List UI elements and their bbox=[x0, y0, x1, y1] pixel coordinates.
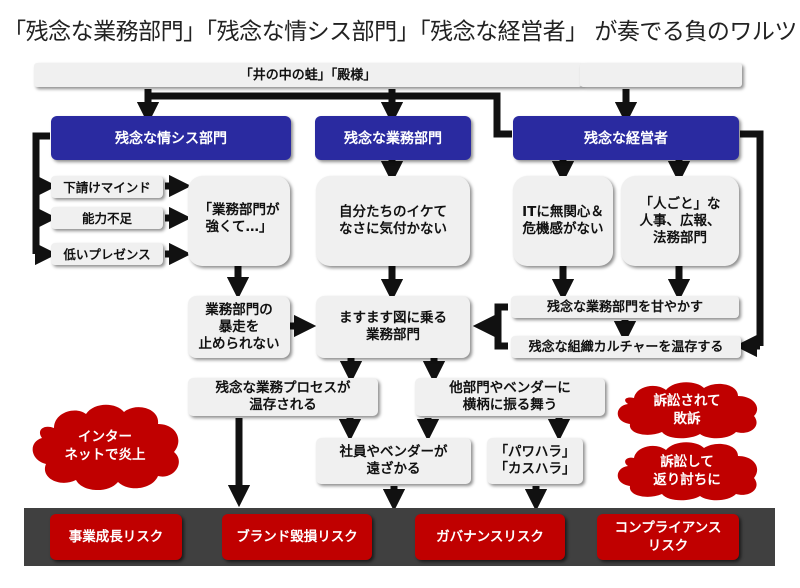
cloud-shape-icon bbox=[617, 382, 758, 439]
node-culture: 残念な組織カルチャーを温存する bbox=[511, 336, 741, 358]
cloud-shape-icon bbox=[32, 404, 179, 491]
line-mgmt-right bbox=[740, 130, 764, 346]
line-it-bracket bbox=[32, 132, 50, 254]
trait-subcontractor-mindset: 下請けマインド bbox=[51, 176, 163, 198]
cloud-internet-flaming-text: インター ネットで炎上 bbox=[64, 429, 146, 463]
cloud-lawsuit-lost-text: 訴訟されて 敗訴 bbox=[653, 393, 721, 427]
node-it-indifferent: ITに無関心＆ 危機感がない bbox=[513, 176, 613, 266]
node-indifferent-depts: 「人ごと」な 人事、広報、 法務部門 bbox=[621, 176, 739, 266]
top-banner: 「井の中の蛙」「殿様」 bbox=[34, 63, 582, 87]
page-title: 「残念な業務部門」「残念な情シス部門」「残念な経営者」 が奏でる負のワルツ bbox=[3, 19, 797, 45]
cloud-lawsuit-counter: 訴訟して 返り討ちに bbox=[612, 440, 762, 502]
actor-business-dept: 残念な業務部門 bbox=[315, 116, 471, 160]
actor-management: 残念な経営者 bbox=[513, 116, 739, 160]
node-pamper: 残念な業務部門を甘やかす bbox=[511, 296, 739, 318]
line-banner-horizontal bbox=[145, 92, 512, 138]
cloud-lawsuit-counter-text: 訴訟して 返り討ちに bbox=[653, 454, 721, 488]
trait-lack-of-ability: 能力不足 bbox=[51, 207, 163, 229]
actor-it-dept: 残念な情シス部門 bbox=[51, 116, 291, 160]
risk-brand-damage: ブランド毀損リスク bbox=[222, 514, 372, 560]
node-bad-process: 残念な業務プロセスが 温存される bbox=[188, 378, 378, 416]
node-business-strong: 「業務部門が 強くて…」 bbox=[188, 176, 290, 266]
node-cant-stop: 業務部門の 暴走を 止められない bbox=[188, 296, 290, 358]
risk-compliance: コンプライアンス リスク bbox=[597, 514, 739, 560]
node-people-leave: 社員やベンダーが 遠ざかる bbox=[316, 438, 471, 484]
line-pamper-left-bracket bbox=[494, 303, 508, 350]
node-harassment: 「パワハラ」 「カスハラ」 bbox=[487, 438, 583, 484]
cloud-shape-icon bbox=[617, 442, 758, 501]
cloud-internet-flaming: インター ネットで炎上 bbox=[24, 398, 186, 494]
node-arrogant: ますます図に乗る 業務部門 bbox=[316, 296, 470, 358]
top-banner-extension bbox=[580, 63, 742, 87]
trait-low-presence: 低いプレゼンス bbox=[51, 243, 163, 265]
risk-governance: ガバナンスリスク bbox=[415, 514, 565, 560]
risk-business-growth: 事業成長リスク bbox=[50, 514, 182, 560]
node-overbearing: 他部門やベンダーに 横柄に振る舞う bbox=[415, 378, 605, 416]
node-unaware: 自分たちのイケて なさに気付かない bbox=[316, 176, 470, 266]
cloud-lawsuit-lost: 訴訟されて 敗訴 bbox=[612, 380, 762, 440]
